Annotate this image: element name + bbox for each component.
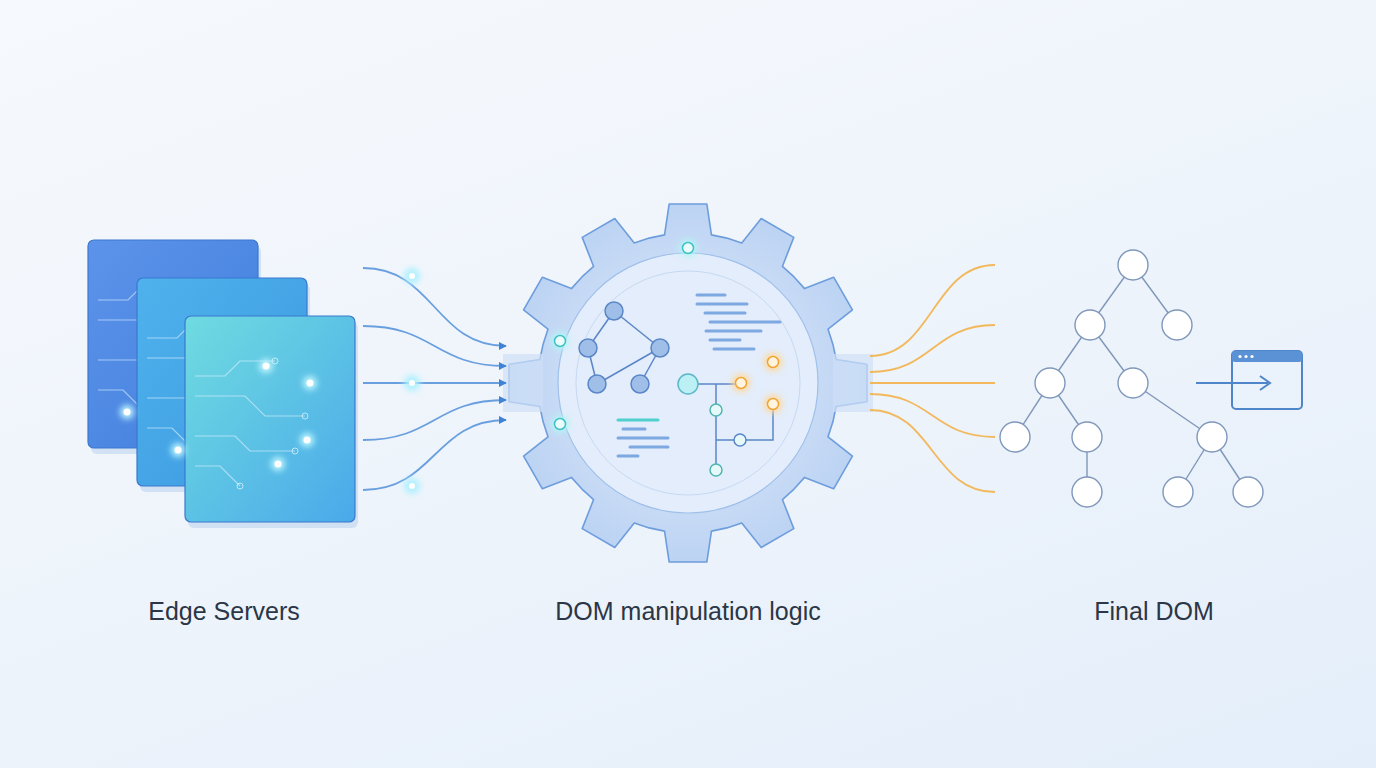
connector-line xyxy=(363,382,506,384)
node-label: DOM manipulation logic xyxy=(555,596,820,626)
server-group: Edge Servers xyxy=(85,232,363,632)
browser-icon xyxy=(1196,351,1302,409)
node-label: Final DOM xyxy=(1094,596,1213,626)
logic-gear: DOM manipulation logic xyxy=(506,195,870,632)
connector-line xyxy=(870,325,995,372)
server-stack xyxy=(88,240,358,528)
connector-line xyxy=(363,420,506,490)
connector-line xyxy=(363,400,506,440)
flow-connector xyxy=(363,268,506,494)
dom-tree-group: Final DOM xyxy=(995,245,1313,632)
connector-line xyxy=(870,394,995,437)
connector-line xyxy=(870,410,995,492)
connector-line xyxy=(363,326,506,366)
gear-illustration xyxy=(503,204,873,562)
node-label: Edge Servers xyxy=(148,596,299,626)
flow-connector xyxy=(870,265,995,492)
connector-line xyxy=(363,268,506,346)
dom-tree xyxy=(1000,250,1263,507)
connector-line xyxy=(870,265,995,356)
connector-line xyxy=(870,382,995,384)
